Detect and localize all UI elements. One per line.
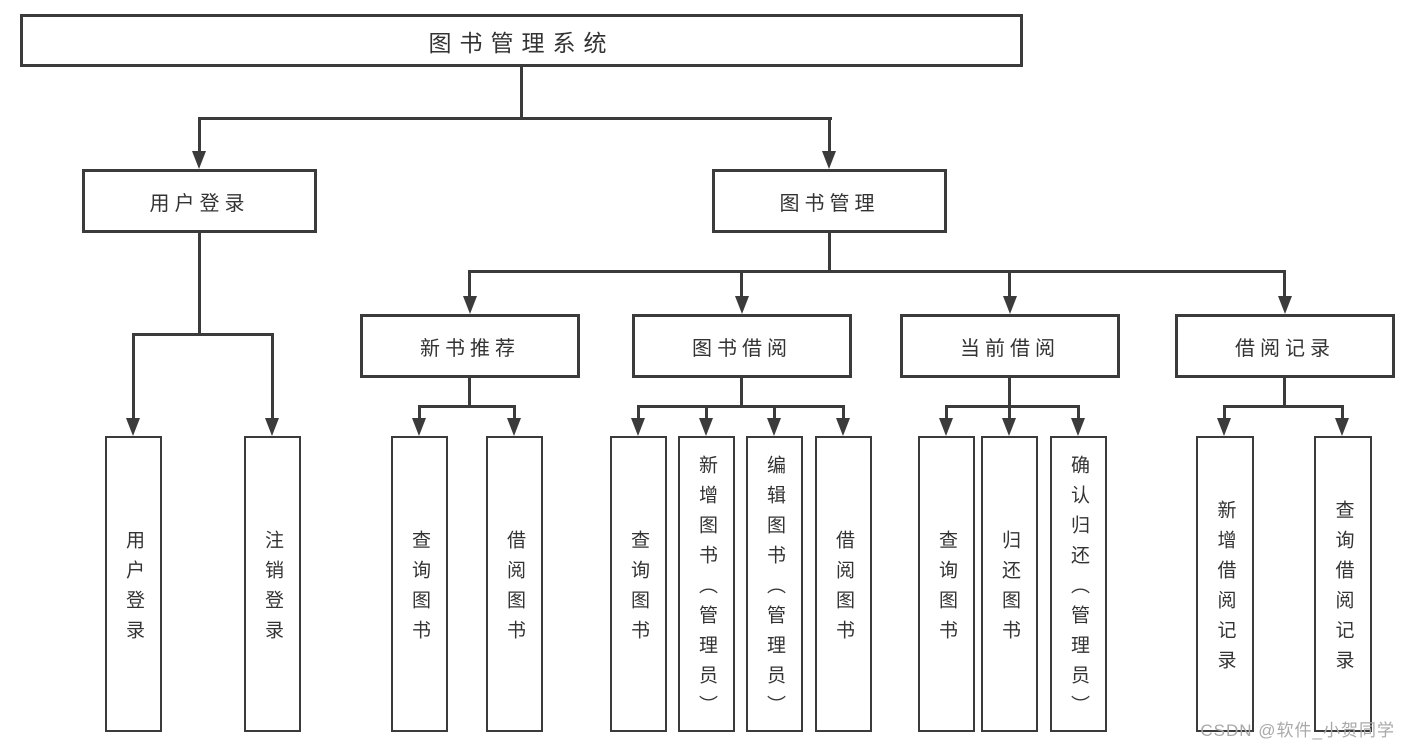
connector-vline xyxy=(198,117,201,151)
connector-vline xyxy=(773,405,776,418)
arrowhead-down-icon xyxy=(507,418,521,436)
leaf-borrow-books-2: 借阅图书 xyxy=(815,436,872,732)
leaf-query-books-2: 查询图书 xyxy=(610,436,667,732)
arrowhead-down-icon xyxy=(631,418,645,436)
arrowhead-down-icon xyxy=(735,296,749,314)
leaf-query-books-3: 查询图书 xyxy=(918,436,975,732)
leaf-label: 借阅图书 xyxy=(504,529,525,650)
leaf-borrow-books-1: 借阅图书 xyxy=(486,436,543,732)
connector-vline xyxy=(1283,270,1286,296)
leaf-confirm-return-admin: 确认归还（管理员） xyxy=(1050,436,1107,732)
leaf-label: 注销登录 xyxy=(262,529,283,650)
node-book-management: 图书管理 xyxy=(712,169,947,233)
leaf-query-books-1: 查询图书 xyxy=(391,436,448,732)
arrowhead-down-icon xyxy=(463,296,477,314)
leaf-label: 借阅图书 xyxy=(833,529,854,650)
leaf-label: 新增借阅记录 xyxy=(1214,499,1236,680)
connector-vline xyxy=(1341,405,1344,418)
node-borrowing-records: 借阅记录 xyxy=(1175,314,1395,378)
leaf-label: 用户登录 xyxy=(123,529,144,650)
leaf-add-books-admin: 新增图书（管理员） xyxy=(678,436,735,732)
connector-hline xyxy=(945,405,1080,408)
leaf-label: 查询图书 xyxy=(936,529,957,650)
leaf-add-borrow-record: 新增借阅记录 xyxy=(1196,436,1254,732)
node-library-management-system: 图书管理系统 xyxy=(20,14,1023,67)
arrowhead-down-icon xyxy=(699,418,713,436)
leaf-return-books: 归还图书 xyxy=(981,436,1038,732)
connector-vline xyxy=(945,405,948,418)
connector-hline xyxy=(132,333,274,336)
connector-hline xyxy=(198,117,832,120)
arrowhead-down-icon xyxy=(767,418,781,436)
leaf-query-borrow-record: 查询借阅记录 xyxy=(1314,436,1372,732)
leaf-label: 查询借阅记录 xyxy=(1332,499,1354,680)
arrowhead-down-icon xyxy=(939,418,953,436)
connector-hline xyxy=(637,405,845,408)
leaf-label: 编辑图书（管理员） xyxy=(764,454,785,725)
node-label: 图书借阅 xyxy=(692,337,792,360)
connector-vline xyxy=(468,378,471,408)
arrowhead-down-icon xyxy=(126,418,140,436)
node-new-book-recommendation: 新书推荐 xyxy=(360,314,580,378)
connector-vline xyxy=(740,378,743,408)
node-current-borrowing: 当前借阅 xyxy=(900,314,1120,378)
connector-vline xyxy=(842,405,845,418)
connector-vline xyxy=(637,405,640,418)
leaf-edit-books-admin: 编辑图书（管理员） xyxy=(746,436,803,732)
connector-hline xyxy=(418,405,516,408)
connector-vline xyxy=(740,270,743,296)
leaf-label: 查询图书 xyxy=(409,529,430,650)
connector-vline xyxy=(1008,270,1011,296)
connector-vline xyxy=(828,233,831,273)
connector-vline xyxy=(520,67,523,118)
node-label: 用户登录 xyxy=(149,192,250,215)
connector-vline xyxy=(1008,405,1011,418)
leaf-label: 查询图书 xyxy=(628,529,649,650)
arrowhead-down-icon xyxy=(265,418,279,436)
node-label: 图书管理系统 xyxy=(428,29,615,56)
arrowhead-down-icon xyxy=(1002,418,1016,436)
node-label: 新书推荐 xyxy=(420,337,520,360)
connector-hline xyxy=(1223,405,1344,408)
connector-vline xyxy=(198,233,201,336)
leaf-user-login: 用户登录 xyxy=(105,436,162,732)
arrowhead-down-icon xyxy=(836,418,850,436)
node-label: 图书管理 xyxy=(779,192,880,215)
arrowhead-down-icon xyxy=(1217,418,1231,436)
arrowhead-down-icon xyxy=(412,418,426,436)
csdn-watermark: CSDN @软件_小贺同学 xyxy=(1200,721,1395,740)
arrowhead-down-icon xyxy=(822,151,836,169)
connector-vline xyxy=(705,405,708,418)
connector-vline xyxy=(513,405,516,418)
connector-vline xyxy=(468,270,471,296)
connector-vline xyxy=(1077,405,1080,418)
node-label: 借阅记录 xyxy=(1235,337,1335,360)
node-label: 当前借阅 xyxy=(960,337,1060,360)
connector-vline xyxy=(1283,378,1286,408)
connector-vline xyxy=(1008,378,1011,408)
arrowhead-down-icon xyxy=(1003,296,1017,314)
node-book-borrowing: 图书借阅 xyxy=(632,314,852,378)
leaf-label: 归还图书 xyxy=(999,529,1020,650)
arrowhead-down-icon xyxy=(192,151,206,169)
leaf-logout: 注销登录 xyxy=(244,436,301,732)
connector-vline xyxy=(1223,405,1226,418)
leaf-label: 确认归还（管理员） xyxy=(1068,454,1089,725)
connector-vline xyxy=(271,333,274,418)
connector-hline xyxy=(468,270,1286,273)
arrowhead-down-icon xyxy=(1335,418,1349,436)
leaf-label: 新增图书（管理员） xyxy=(696,454,717,725)
connector-vline xyxy=(828,117,831,151)
node-user-login: 用户登录 xyxy=(82,169,317,233)
arrowhead-down-icon xyxy=(1071,418,1085,436)
arrowhead-down-icon xyxy=(1278,296,1292,314)
connector-vline xyxy=(132,333,135,418)
connector-vline xyxy=(418,405,421,418)
